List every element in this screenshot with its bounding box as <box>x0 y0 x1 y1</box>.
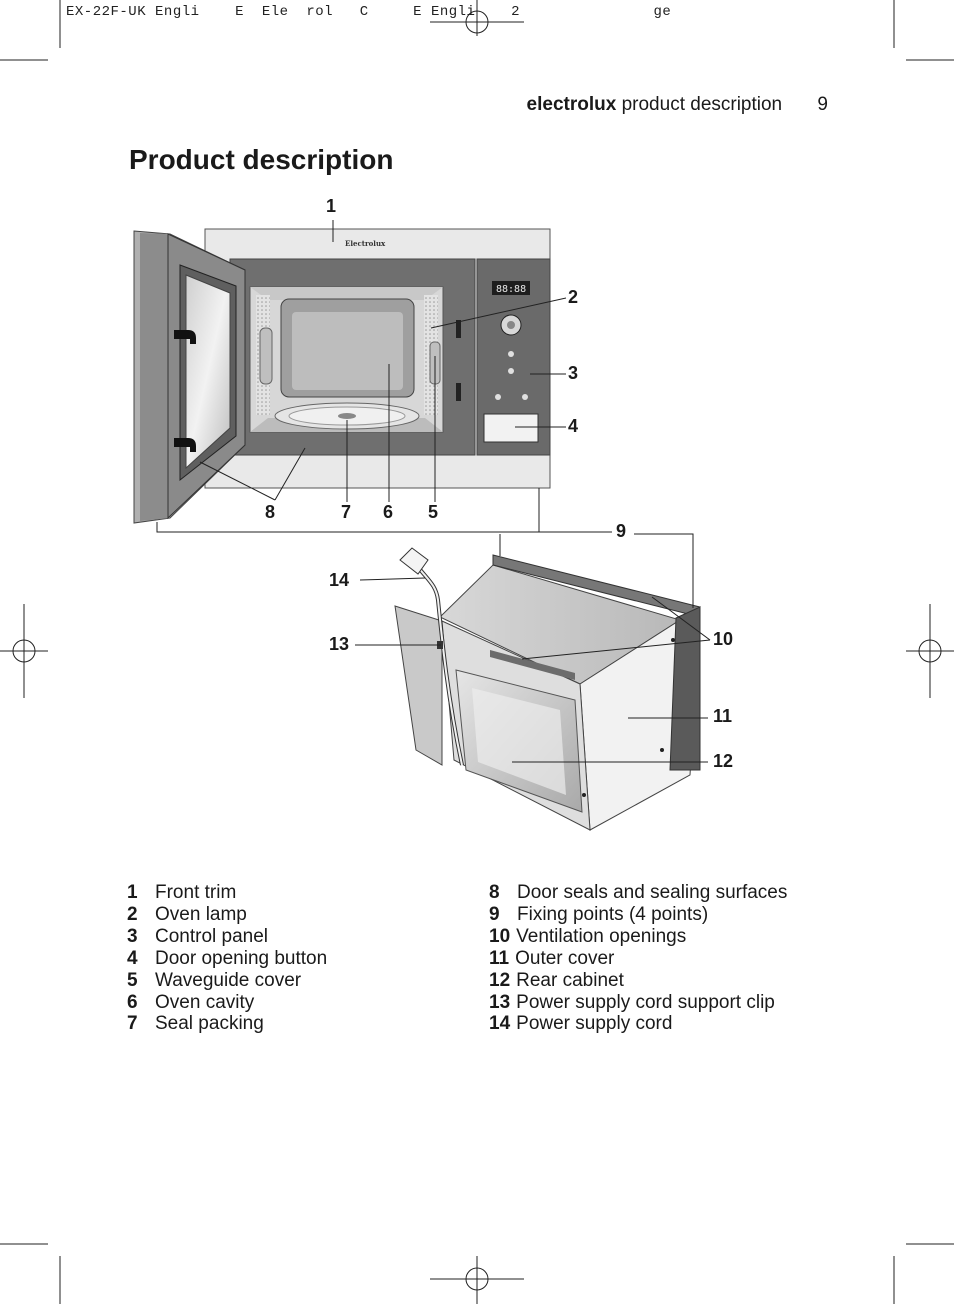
callout-14: 14 <box>329 570 350 590</box>
callout-11: 11 <box>713 706 733 726</box>
callout-6: 6 <box>383 502 394 522</box>
callout-5: 5 <box>428 502 439 522</box>
microwave-rear-view <box>394 547 701 831</box>
running-head-section: product description <box>621 94 783 115</box>
brand-plate: Electrolux <box>345 239 386 248</box>
running-head: electrolux product description 9 <box>527 94 828 116</box>
callout-1: 1 <box>326 196 337 216</box>
registration-mark-bottom <box>430 1256 524 1304</box>
callout-4: 4 <box>568 416 579 436</box>
callout-3: 3 <box>568 363 579 383</box>
leader-lines <box>156 220 711 763</box>
page-title: Product description <box>129 144 394 175</box>
callout-12: 12 <box>713 751 734 771</box>
callout-2: 2 <box>568 287 579 307</box>
registration-mark-right <box>906 604 954 698</box>
callout-9: 9 <box>616 521 627 541</box>
registration-mark-left <box>0 604 48 698</box>
page-number: 9 <box>817 94 828 115</box>
callout-10: 10 <box>713 629 734 649</box>
callout-13: 13 <box>329 634 350 654</box>
microwave-front-view: Electrolux 88:88 <box>133 228 551 524</box>
display-readout: 88:88 <box>496 284 526 295</box>
registration-mark-top <box>430 0 524 36</box>
product-illustration: Electrolux 88:88 <box>133 220 711 831</box>
print-slug: EX-22F-UK Engli E Ele rol C E Engli 2 ge <box>66 4 672 20</box>
callout-7: 7 <box>341 502 352 522</box>
running-head-brand: electrolux <box>526 94 617 115</box>
callout-8: 8 <box>265 502 276 522</box>
